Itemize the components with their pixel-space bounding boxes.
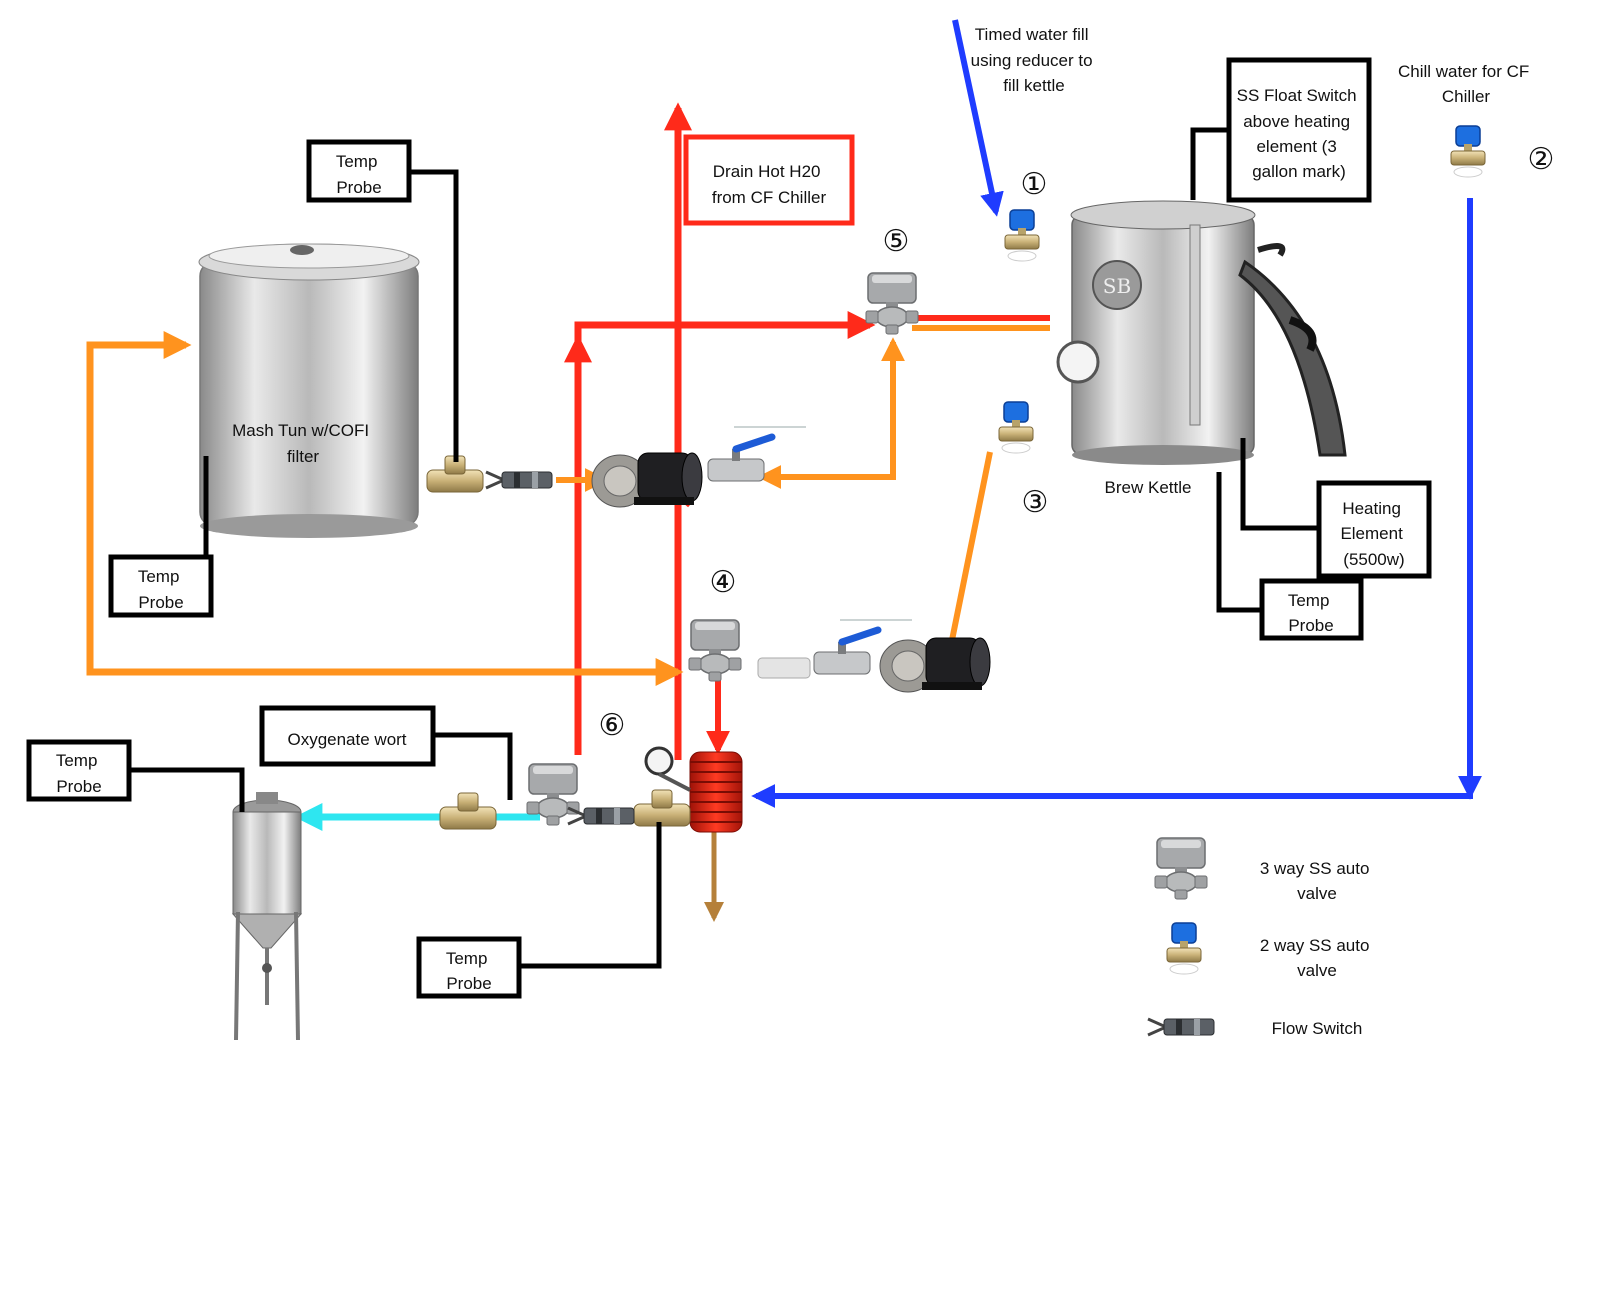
pipe-nipple-icon <box>757 657 811 679</box>
timed-fill-line <box>952 19 1004 217</box>
kettle-pump-icon <box>879 637 991 693</box>
timed-fill-label: Timed water fill using reducer to fill k… <box>971 25 1098 95</box>
legend-two-way-label: 2 way SS auto valve <box>1260 936 1374 980</box>
kettle-logo-icon: SB <box>1103 274 1131 298</box>
kettle-temp-probe-label: Temp Probe <box>1288 591 1334 635</box>
legend-two-way-valve-icon <box>1166 922 1202 975</box>
mash-tun <box>198 243 420 538</box>
chiller-temp-probe-leader <box>518 822 662 969</box>
mash-flow-switch-icon <box>484 470 554 490</box>
chill-water-label: Chill water for CF Chiller <box>1398 62 1534 106</box>
valve-4-three-way-icon[interactable] <box>688 619 742 682</box>
brew-kettle-label: Brew Kettle <box>1105 478 1192 497</box>
mash-temp-probe-bottom-label: Temp Probe <box>138 567 184 612</box>
brew-kettle: SB <box>1056 200 1347 465</box>
mash-pump-icon <box>591 452 703 508</box>
fermenter-temp-probe-leader <box>128 767 245 812</box>
valve-number-4: ④ <box>710 565 737 600</box>
hot-water-feed-line <box>574 311 876 755</box>
kettle-temp-probe-box <box>1259 578 1364 641</box>
mash-tun-label: Mash Tun w/COFI filter <box>232 421 374 466</box>
mash-ball-valve-icon[interactable] <box>708 427 806 481</box>
heating-element-box <box>1316 480 1432 579</box>
valve-1-two-way-icon[interactable] <box>1004 209 1040 262</box>
legend-flow-switch-label: Flow Switch <box>1272 1019 1363 1038</box>
valve-2-two-way-icon[interactable] <box>1450 125 1486 178</box>
wort-recirc-line <box>86 331 684 686</box>
legend-three-way-label: 3 way SS auto valve <box>1260 859 1374 903</box>
drain-label: Drain Hot H20 from CF Chiller <box>712 162 827 207</box>
float-switch-label: SS Float Switch above heating element (3… <box>1237 86 1362 181</box>
chiller-temp-probe-label: Temp Probe <box>446 949 492 993</box>
oxygenate-label: Oxygenate wort <box>287 730 406 749</box>
legend: 3 way SS auto valve 2 way SS auto valve … <box>1146 837 1374 1038</box>
heating-element-label: Heating Element (5500w) <box>1340 499 1407 569</box>
fermenter-temp-probe-box <box>26 739 132 802</box>
chiller-temp-probe-box <box>416 936 522 999</box>
mash-temp-probe-leader <box>408 169 459 462</box>
float-switch-leader <box>1190 127 1230 200</box>
valve-number-6: ⑥ <box>599 708 626 743</box>
kettle-temp-probe-leader <box>1216 472 1263 613</box>
valve-5-three-way-icon[interactable] <box>865 272 919 335</box>
valve-number-3: ③ <box>1022 485 1049 520</box>
oxygen-tee-fitting-icon <box>439 792 497 830</box>
legend-flow-switch-icon <box>1146 1017 1216 1037</box>
pump-to-valve5-line <box>757 337 905 489</box>
mash-temp-probe-top-label: Temp Probe <box>336 152 382 197</box>
drain-label-box <box>683 134 855 226</box>
fermenter <box>231 792 303 1041</box>
valve-number-2: ② <box>1528 142 1555 177</box>
chiller-tee-fitting-icon <box>633 789 691 827</box>
mash-temp-probe-top-box <box>306 139 412 203</box>
oxygenate-leader <box>432 732 513 800</box>
cf-chiller-coil <box>644 746 743 833</box>
mash-temp-probe-bottom-box <box>108 554 214 618</box>
valve-number-1: ① <box>1021 167 1048 202</box>
fermenter-temp-probe-label: Temp Probe <box>56 751 102 796</box>
legend-three-way-valve-icon <box>1154 837 1208 900</box>
oxygenate-box <box>259 705 436 767</box>
valve-number-5: ⑤ <box>883 224 910 259</box>
heating-element-leader <box>1240 438 1320 531</box>
valve-3-two-way-icon[interactable] <box>998 401 1034 454</box>
float-switch-box <box>1226 57 1372 203</box>
kettle-to-pump-line <box>940 451 993 665</box>
